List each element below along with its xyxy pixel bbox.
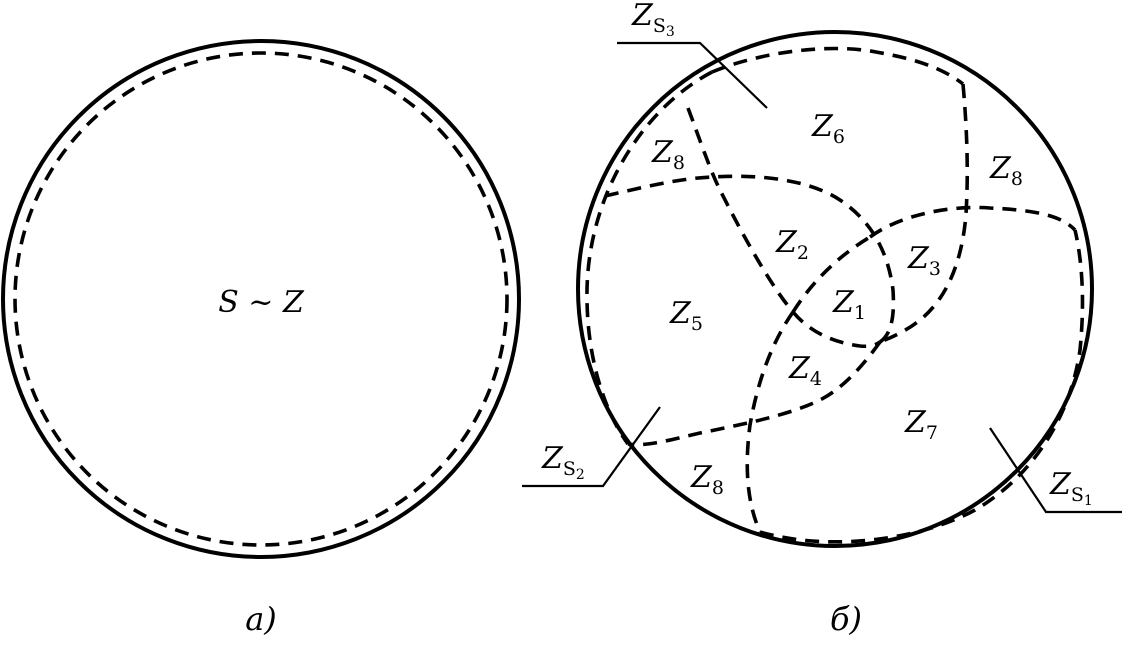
callout-label-zs3: ZS3 [631,0,675,40]
panel-b-outer-circle [576,30,1094,548]
panel-a-dashed-circle [13,51,509,547]
zone-label-z6: Z6 [811,109,845,148]
panel-a-caption: a) [245,600,277,638]
panel-a-outer-circle [1,39,521,559]
callout-labels: ZS3 ZS2 ZS1 [541,0,1093,509]
boundary-z4-lower [627,340,882,447]
zone-boundaries [585,46,1085,544]
panel-b: Z1 Z2 Z3 Z4 Z5 Z6 Z7 Z8 [522,0,1122,638]
leader-zs1 [989,427,1122,514]
leader-zs3 [617,41,768,109]
boundary-z8-diagonal [686,107,795,314]
boundary-z4-left [745,310,795,533]
boundary-z1-lower [791,310,882,349]
zone-label-z8-bottom: Z8 [690,460,724,499]
leader-lines [522,41,1122,514]
leader-zs2 [522,406,661,488]
zone-label-z3: Z3 [907,241,941,280]
boundary-left-upper [604,174,896,344]
callout-label-zs2: ZS2 [541,441,585,483]
zone-label-z8-left: Z8 [651,135,685,174]
panel-b-caption: б) [830,600,862,638]
zone-label-z5: Z5 [669,296,703,335]
boundary-bottom-arc [759,229,1085,544]
zone-label-z8-right: Z8 [989,151,1023,190]
zone-label-z7: Z7 [904,405,938,444]
boundary-upper-right [868,205,1077,239]
zone-label-z4: Z4 [788,351,822,390]
boundary-left-long [585,70,713,446]
callout-label-zs1: ZS1 [1049,467,1093,509]
zone-labels: Z1 Z2 Z3 Z4 Z5 Z6 Z7 Z8 [651,109,1023,499]
boundary-z1-upper [791,235,871,313]
panel-a: S ~ Z a) [1,39,521,638]
boundary-top-arc [711,46,965,86]
panel-a-label: S ~ Z [218,285,305,320]
boundary-z6-right [879,83,970,344]
zone-label-z2: Z2 [775,225,809,264]
zone-label-z1: Z1 [832,285,866,324]
